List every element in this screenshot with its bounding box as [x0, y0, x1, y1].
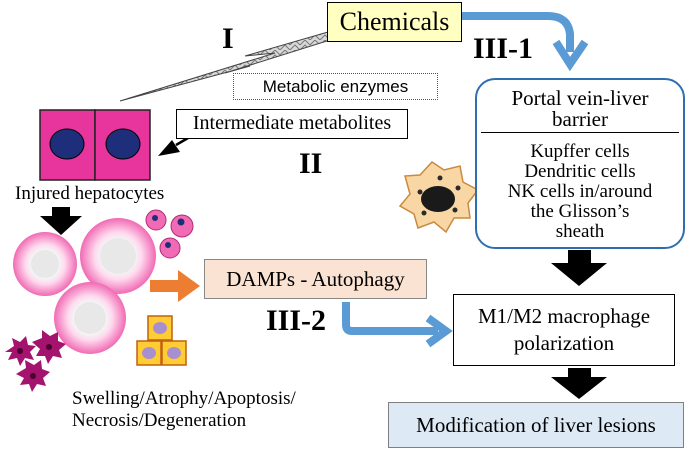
blue-arrow-path-3-1 [462, 12, 589, 72]
apoptotic-cells-icon [145, 209, 194, 259]
pathway-label-2: II [299, 147, 323, 180]
intermediate-metabolites-node: Intermediate metabolites [176, 109, 408, 139]
outcome-label-line-1: Swelling/Atrophy/Apoptosis/ [72, 388, 296, 409]
arrow-hepatocytes-down [40, 207, 82, 235]
kupffer-cell-icon [398, 161, 480, 234]
portal-cell-item: the Glisson’s [530, 201, 630, 222]
blue-arrow-path-3-2 [342, 302, 453, 348]
swollen-hepatocyte-cluster-icon [13, 218, 156, 354]
intermediate-metabolites-label: Intermediate metabolites [192, 112, 392, 134]
modification-label: Modification of liver lesions [416, 413, 656, 437]
arrow-macrophage-to-modification [551, 368, 607, 399]
portal-title-line-1: Portal vein-liver [511, 86, 649, 110]
chemicals-node: Chemicals [327, 2, 462, 42]
modification-node: Modification of liver lesions [388, 402, 684, 448]
necrotic-cells-icon [5, 330, 66, 392]
pathway-label-1: I [222, 22, 234, 55]
portal-title-line-2: barrier [552, 107, 608, 131]
metabolic-enzymes-label: Metabolic enzymes [262, 77, 409, 96]
macrophage-label-line-1: M1/M2 macrophage [477, 304, 651, 328]
chemicals-label: Chemicals [339, 7, 450, 36]
pathway-label-3-1: III-1 [473, 32, 534, 65]
orange-arrow [150, 270, 200, 302]
portal-cell-list: Kupffer cells Dendritic cells NK cells i… [477, 142, 683, 242]
pathway-label-3-2: III-2 [266, 304, 327, 337]
atrophic-cells-icon [136, 315, 187, 366]
injured-hepatocytes-label: Injured hepatocytes [15, 183, 165, 204]
macrophage-polarization-node: M1/M2 macrophage polarization [453, 294, 675, 366]
portal-cell-item: Kupffer cells [530, 141, 630, 162]
portal-barrier-title: Portal vein-liver barrier [477, 88, 683, 130]
arrow-portal-to-macrophage [551, 250, 607, 286]
macrophage-label-line-2: polarization [513, 331, 615, 355]
metabolic-enzymes-node: Metabolic enzymes [233, 73, 438, 100]
lightning-bolt-path-1 [119, 31, 331, 102]
portal-cell-item: sheath [555, 221, 605, 242]
damps-autophagy-node: DAMPs - Autophagy [204, 259, 427, 299]
portal-cell-item: NK cells in/around [507, 181, 653, 202]
portal-vein-liver-barrier-node: Portal vein-liver barrier Kupffer cells … [475, 78, 685, 249]
outcome-label-line-2: Necrosis/Degeneration [72, 410, 247, 431]
damps-label: DAMPs - Autophagy [226, 267, 405, 291]
hepatocyte-pair-icon [39, 109, 151, 181]
portal-cell-item: Dendritic cells [524, 161, 636, 182]
portal-divider [481, 132, 679, 133]
